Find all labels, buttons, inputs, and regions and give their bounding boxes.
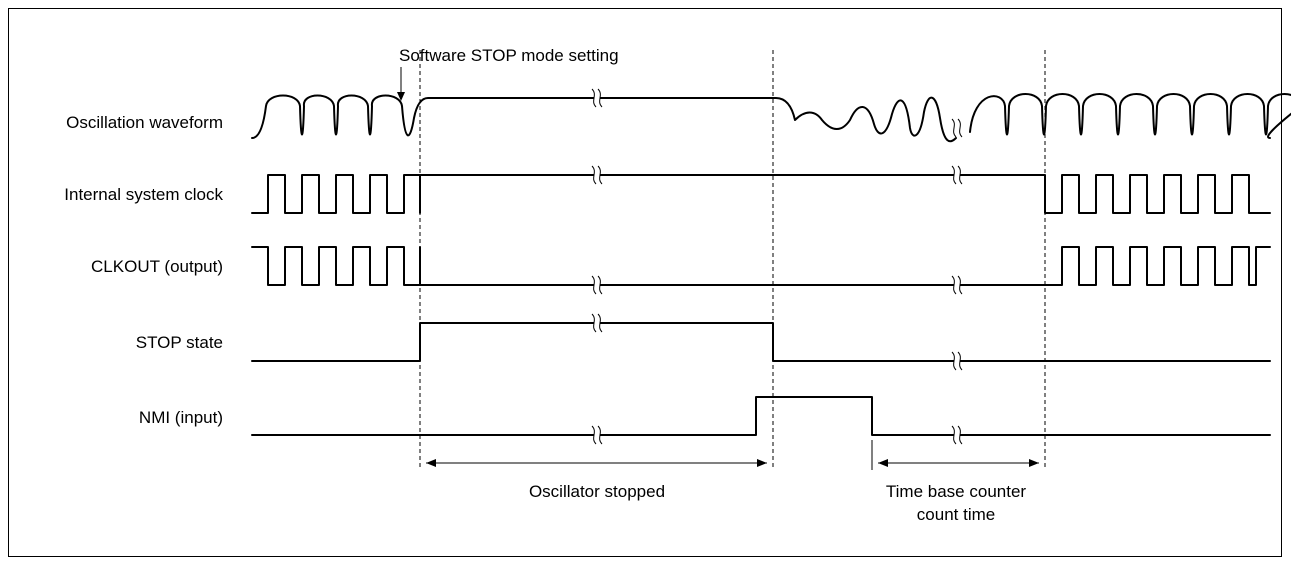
break-mark-stroke (957, 275, 963, 295)
annotation-software-stop-mode-setting: Software STOP mode setting (399, 46, 619, 65)
break-mark-gap (594, 166, 600, 184)
break-mark-stroke (951, 118, 957, 138)
break-mark-gap (954, 352, 960, 370)
break-mark-stroke (597, 165, 603, 185)
label-clkout-output: CLKOUT (output) (91, 257, 223, 276)
break-mark-stroke (591, 88, 597, 108)
break-mark-stroke (957, 425, 963, 445)
label-oscillation-waveform: Oscillation waveform (66, 113, 223, 132)
label-stop-state: STOP state (136, 333, 223, 352)
annotation-oscillator-stopped: Oscillator stopped (529, 482, 665, 501)
label-internal-system-clock: Internal system clock (64, 185, 223, 204)
label-nmi-input: NMI (input) (139, 408, 223, 427)
break-mark-gap (594, 426, 600, 444)
break-marks (591, 88, 963, 445)
break-mark-stroke (591, 425, 597, 445)
break-mark-stroke (951, 351, 957, 371)
break-mark-gap (594, 276, 600, 294)
annotation-time-base-counter: Time base counter (886, 482, 1026, 501)
break-mark-gap (594, 89, 600, 107)
stop-setting-arrowhead (397, 92, 405, 101)
clkout-output-trace (251, 246, 1271, 286)
nmi-input-trace (251, 396, 1271, 436)
osc-stopped-arrow-left (426, 459, 436, 467)
annotation-count-time: count time (917, 505, 995, 524)
break-mark-stroke (951, 165, 957, 185)
tbc-arrow-left (878, 459, 888, 467)
break-mark-gap (954, 166, 960, 184)
internal-system-clock-trace (251, 174, 1271, 214)
break-mark-gap (594, 314, 600, 332)
break-mark-gap (954, 276, 960, 294)
break-mark-stroke (957, 118, 963, 138)
break-mark-stroke (951, 275, 957, 295)
break-mark-gap (954, 119, 960, 137)
break-mark-stroke (951, 425, 957, 445)
break-mark-stroke (591, 275, 597, 295)
break-mark-stroke (957, 165, 963, 185)
oscillation-waveform-trace (251, 93, 1291, 143)
break-mark-stroke (591, 165, 597, 185)
break-mark-stroke (597, 425, 603, 445)
tbc-arrow-right (1029, 459, 1039, 467)
diagram-frame (8, 8, 1282, 557)
break-mark-stroke (597, 313, 603, 333)
break-mark-stroke (597, 275, 603, 295)
break-mark-stroke (957, 351, 963, 371)
break-mark-gap (954, 426, 960, 444)
osc-stopped-arrow-right (757, 459, 767, 467)
break-mark-stroke (597, 88, 603, 108)
stop-state-trace (251, 322, 1271, 362)
break-mark-stroke (591, 313, 597, 333)
